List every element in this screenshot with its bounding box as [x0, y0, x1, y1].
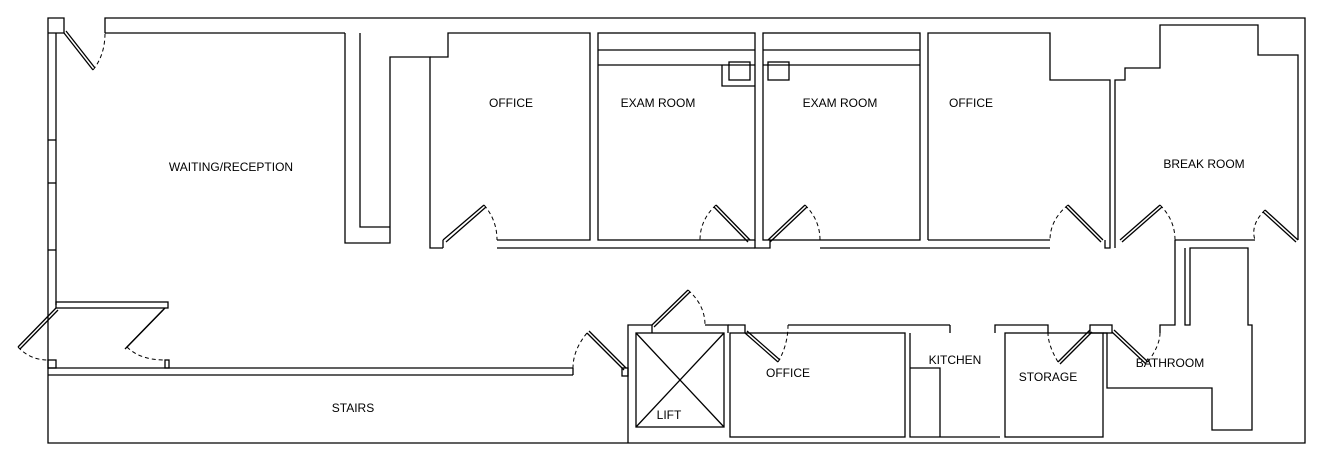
- room-bathroom: [1103, 240, 1253, 431]
- room-exam-2: [754, 32, 921, 249]
- room-kitchen: [909, 333, 1000, 438]
- room-label-bathroom: BATHROOM: [1136, 356, 1204, 370]
- room-label-exam-1: EXAM ROOM: [621, 96, 696, 110]
- room-label-lift: LIFT: [657, 408, 682, 422]
- room-label-office-2: OFFICE: [949, 96, 993, 110]
- room-label-waiting: WAITING/RECEPTION: [169, 160, 293, 174]
- room-label-storage: STORAGE: [1019, 370, 1077, 384]
- room-lift: [627, 289, 729, 443]
- room-label-exam-2: EXAM ROOM: [803, 96, 878, 110]
- room-label-office-1: OFFICE: [489, 96, 533, 110]
- room-office-3: [728, 324, 951, 438]
- room-break: [1114, 24, 1299, 248]
- room-office-2: [927, 32, 1111, 249]
- entry-door: [63, 30, 106, 71]
- room-stairs: [48, 330, 629, 377]
- room-storage: [994, 324, 1113, 438]
- outer-walls: [47, 17, 1306, 444]
- reception-counter: [344, 33, 443, 249]
- waiting-exit-doors: [17, 301, 170, 369]
- room-label-office-3: OFFICE: [766, 366, 810, 380]
- room-label-break-room: BREAK ROOM: [1163, 157, 1244, 171]
- room-office-1: [430, 32, 591, 248]
- room-label-stairs: STAIRS: [332, 401, 374, 415]
- room-exam-1: [597, 32, 756, 243]
- room-label-kitchen: KITCHEN: [929, 353, 982, 367]
